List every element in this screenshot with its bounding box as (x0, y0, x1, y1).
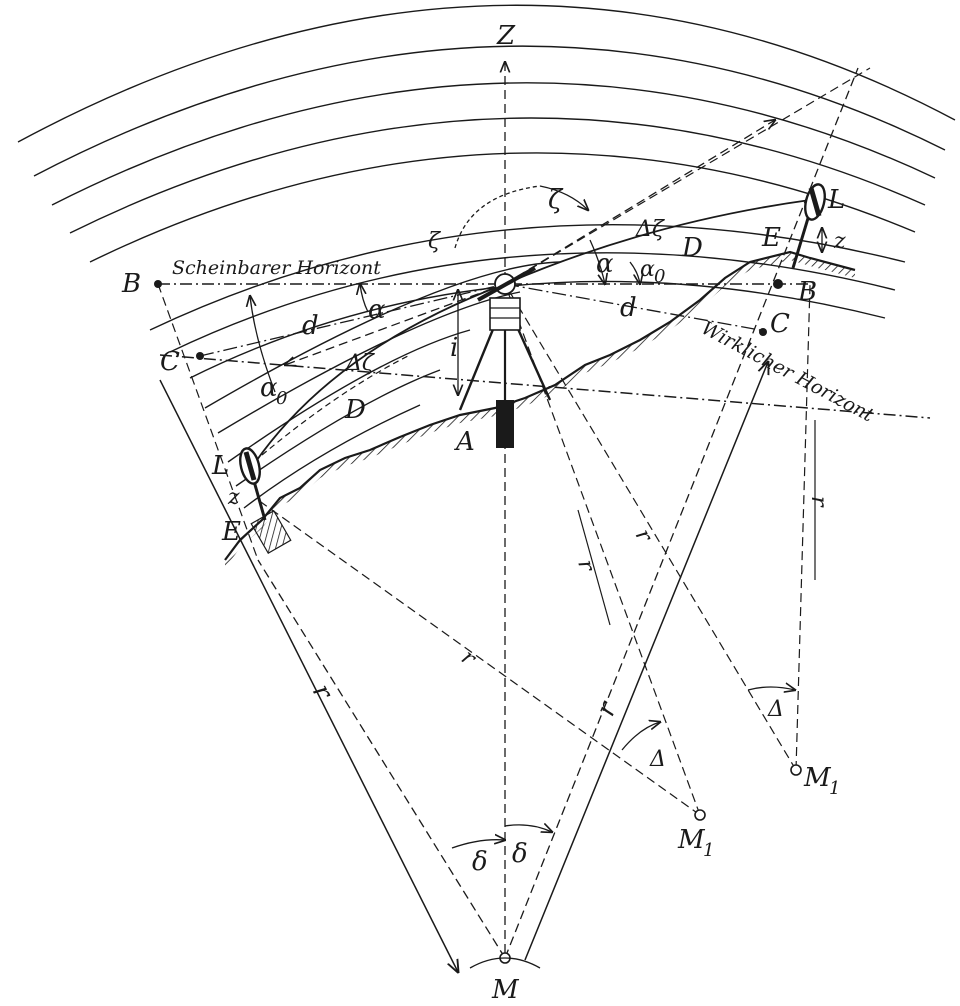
label-apparent-horizon: Scheinbarer Horizont (172, 257, 381, 279)
true-horizon-line (159, 354, 931, 419)
theodolite (458, 266, 552, 448)
label-l-lower: L (211, 451, 229, 481)
label-alpha0-left: α (260, 373, 278, 403)
label-radius-r1-c: r (456, 645, 481, 672)
label-height-i: i (450, 333, 458, 363)
label-a: A (454, 427, 475, 457)
label-delta-big-lower: Δ (649, 747, 666, 772)
label-alpha-right: α (596, 249, 614, 279)
label-height-z-lower: z (227, 485, 240, 510)
target-upper (759, 183, 826, 336)
atmosphere-arcs (17, 4, 956, 509)
label-alpha0-right-sub: 0 (654, 266, 665, 287)
label-c-left: C (160, 347, 180, 377)
label-m1-lower-sub: 1 (703, 840, 714, 861)
label-m1-right: M (803, 763, 832, 793)
true-horizon-line-right (504, 283, 761, 331)
label-m: M (491, 975, 520, 1005)
label-d-lower-left: D (344, 395, 366, 425)
label-radius-r1-b: r (630, 525, 658, 547)
left-vertical (157, 283, 259, 561)
label-radius-r1-d: r (806, 496, 831, 508)
label-zeta-left: ζ (428, 229, 442, 254)
target-lower (239, 447, 292, 555)
label-zenith: Z (496, 21, 516, 51)
radii-from-m1-lower (257, 283, 701, 816)
label-m1-lower: M (677, 825, 706, 855)
radii-from-m1-right (504, 283, 816, 771)
label-radius-r-right: r (591, 696, 624, 720)
sight-line-lower (285, 283, 506, 365)
label-l-upper: L (827, 185, 845, 215)
refraction-curve-lower (261, 354, 411, 456)
label-delta-big-right: Δ (767, 697, 784, 722)
label-d-upper: D (681, 233, 703, 263)
label-delta-zeta-left: Δζ (345, 351, 376, 376)
radii-from-m (159, 67, 859, 972)
label-delta-small-right: δ (512, 839, 528, 869)
label-m1-right-sub: 1 (829, 778, 840, 799)
label-alpha0-right: α (640, 257, 655, 282)
label-delta-zeta-right: Δζ (635, 217, 666, 242)
true-horizon-line-left (199, 283, 506, 357)
label-height-z-upper: z (833, 229, 846, 254)
label-c-right: C (770, 309, 790, 339)
label-alpha0-left-sub: 0 (276, 388, 287, 409)
point-b-left-dot (154, 280, 162, 288)
sight-line-upper (504, 120, 775, 285)
label-d-small-right: d (620, 293, 637, 323)
label-d-small-left: d (302, 311, 319, 341)
label-b-right: B (797, 277, 817, 307)
point-m1-right-dot (790, 764, 802, 776)
label-alpha-left: α (368, 295, 386, 325)
label-e-upper: E (761, 223, 781, 253)
angle-arcs (250, 185, 795, 849)
point-c-left-dot (196, 352, 204, 360)
label-zeta-top: ζ (548, 185, 564, 215)
label-delta-small-left: δ (472, 847, 488, 877)
point-m1-lower-dot (694, 809, 706, 821)
label-b-left: B (121, 269, 141, 299)
sight-line-upper-ext (504, 67, 871, 285)
points (154, 280, 802, 969)
label-e-lower: E (221, 517, 241, 547)
